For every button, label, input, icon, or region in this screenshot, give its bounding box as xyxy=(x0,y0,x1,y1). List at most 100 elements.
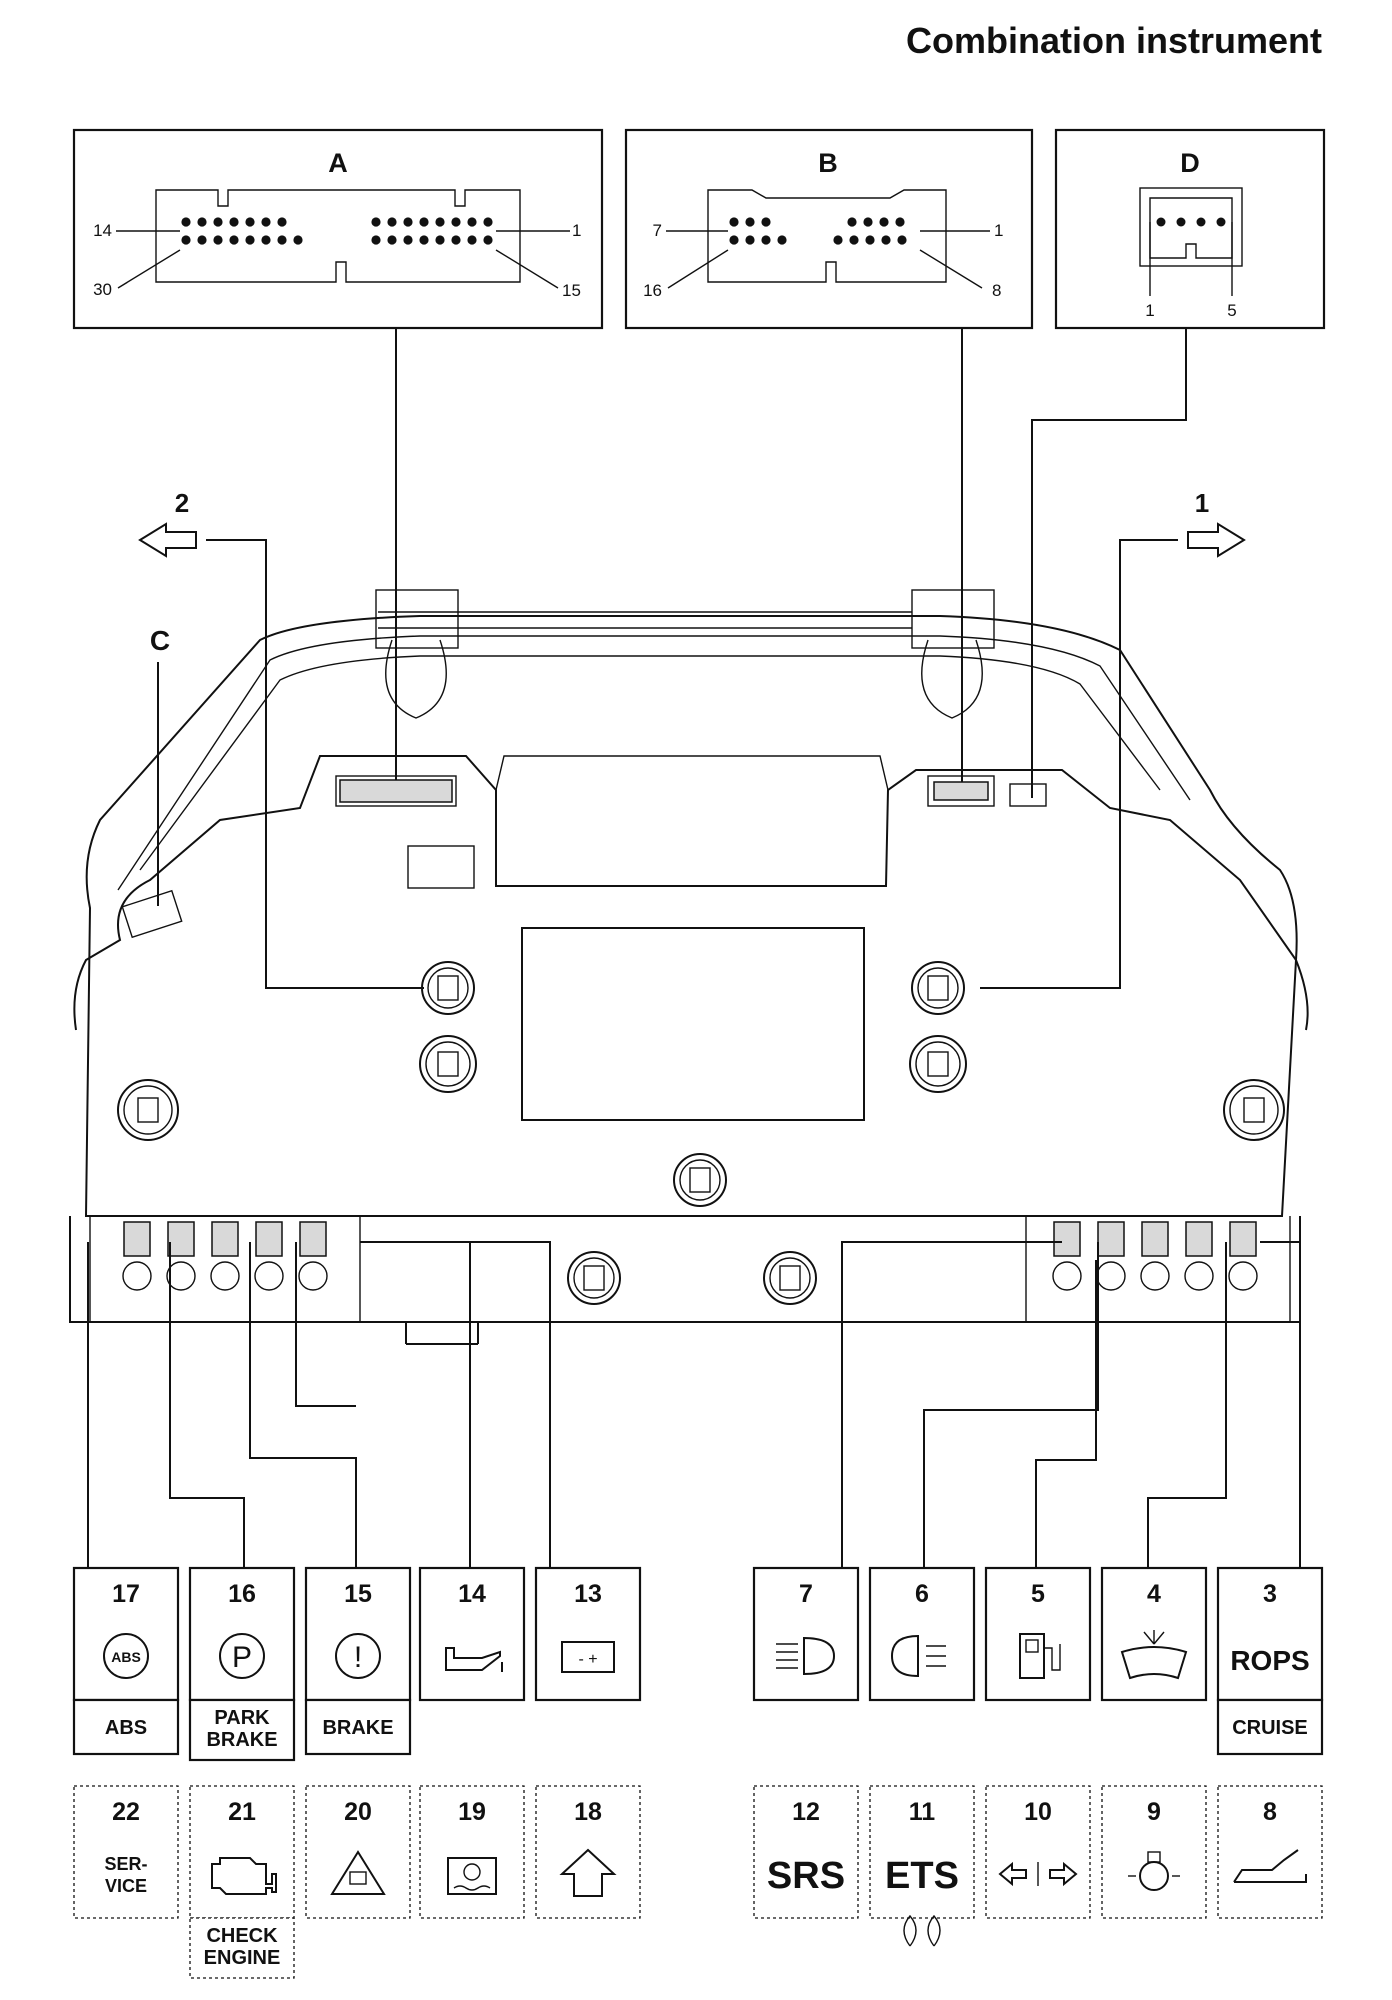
indicator-number: 17 xyxy=(112,1580,140,1608)
indicator-number: 9 xyxy=(1147,1798,1161,1826)
traction-icon xyxy=(330,1850,386,1895)
connector-b-pin-8: 8 xyxy=(992,281,1001,300)
connector-b-pin-1: 1 xyxy=(994,221,1003,240)
connector-b-pin-7: 7 xyxy=(653,221,662,240)
rops-icon: ROPS xyxy=(1230,1645,1309,1676)
indicator-number: 7 xyxy=(799,1580,813,1608)
indicator-number: 10 xyxy=(1024,1798,1052,1826)
indicator-number: 16 xyxy=(228,1580,256,1608)
indicator-tile-15: 15! BRAKE xyxy=(304,1566,412,1756)
connector-d-pin-5: 5 xyxy=(1227,301,1236,320)
park-brake-icon: P xyxy=(219,1633,265,1679)
svg-text:SRS: SRS xyxy=(767,1855,845,1897)
indicator-leader-lines xyxy=(87,1241,1301,1568)
indicator-tile-19: 19 xyxy=(419,1785,525,1919)
indicator-number: 6 xyxy=(915,1580,929,1608)
indicator-caption: CRUISE xyxy=(1232,1717,1308,1739)
indicator-tile-20: 20 xyxy=(305,1785,411,1919)
connector-c-label: C xyxy=(150,625,170,656)
connector-b-pins xyxy=(729,217,907,245)
indicator-caption: PARK xyxy=(214,1707,270,1729)
instrument-housing: C xyxy=(69,615,1309,1345)
indicator-tile-4: 4 xyxy=(1100,1566,1208,1702)
connector-b-pin-16: 16 xyxy=(643,281,662,300)
indicator-number: 21 xyxy=(228,1798,256,1826)
svg-text:SER-: SER- xyxy=(104,1854,147,1874)
page-title: Combination instrument xyxy=(906,20,1322,61)
indicator-number: 13 xyxy=(574,1580,602,1608)
indicator-tile-18: 18 xyxy=(535,1785,641,1919)
ets-icon: ETS xyxy=(885,1855,959,1947)
bulb-sockets xyxy=(117,961,1285,1305)
indicator-number: 8 xyxy=(1263,1798,1277,1826)
indicator-caption: BRAKE xyxy=(206,1729,277,1751)
connector-d-label: D xyxy=(1180,148,1200,178)
connector-d-box: D 1 5 xyxy=(1054,128,1326,330)
connector-b-label: B xyxy=(818,148,838,178)
open-hatch-icon xyxy=(1233,1849,1307,1883)
abs-icon: ABS xyxy=(103,1633,149,1679)
headlight-icon xyxy=(776,1636,836,1676)
oil-can-icon xyxy=(445,1647,503,1672)
indicator-tile-14: 14 xyxy=(418,1566,526,1702)
svg-text:ABS: ABS xyxy=(111,1649,141,1665)
svg-text:ROPS: ROPS xyxy=(1230,1645,1309,1676)
connector-a-pin-30: 30 xyxy=(93,280,112,299)
washer-fluid-icon xyxy=(1120,1630,1188,1680)
fuel-pump-icon xyxy=(1019,1633,1061,1679)
indicator-tile-10: 10 xyxy=(985,1785,1091,1919)
indicator-caption: ABS xyxy=(105,1717,147,1739)
brake-warning-icon: ! xyxy=(335,1633,381,1679)
connector-a-pin-15: 15 xyxy=(562,281,581,300)
connector-b-box: B 7 1 16 8 xyxy=(624,128,1034,330)
turn-signal-icon xyxy=(998,1861,1078,1887)
arrow-2-left: 2 xyxy=(138,488,424,989)
upshift-arrow-icon xyxy=(559,1848,617,1897)
srs-icon: SRS xyxy=(767,1855,845,1897)
svg-text:1: 1 xyxy=(1195,488,1209,518)
bulb-failure-icon xyxy=(1128,1851,1180,1891)
indicator-number: 5 xyxy=(1031,1580,1045,1608)
svg-text:ETS: ETS xyxy=(885,1855,959,1897)
svg-text:- +: - + xyxy=(578,1651,597,1668)
connector-a-pins xyxy=(181,217,493,245)
engine-icon xyxy=(211,1857,277,1895)
indicator-tile-9: 9 xyxy=(1101,1785,1207,1919)
indicator-tile-8: 8 xyxy=(1217,1785,1323,1919)
svg-text:2: 2 xyxy=(175,488,189,518)
coolant-icon xyxy=(447,1857,497,1895)
arrow-1-right: 1 xyxy=(980,488,1246,989)
svg-text:VICE: VICE xyxy=(105,1876,147,1896)
rear-fog-icon xyxy=(890,1634,946,1678)
indicator-number: 22 xyxy=(112,1798,140,1826)
connector-a-pin-1: 1 xyxy=(572,221,581,240)
battery-icon: - + xyxy=(561,1641,615,1673)
indicator-number: 20 xyxy=(344,1798,372,1826)
connector-d-pin-1: 1 xyxy=(1145,301,1154,320)
indicator-number: 19 xyxy=(458,1798,486,1826)
indicator-number: 18 xyxy=(574,1798,602,1826)
indicator-caption: BRAKE xyxy=(322,1717,393,1739)
svg-text:P: P xyxy=(232,1641,252,1674)
indicator-tile-13: 13 - + xyxy=(534,1566,642,1702)
indicator-caption: ENGINE xyxy=(204,1947,281,1969)
indicator-number: 14 xyxy=(458,1580,486,1608)
mounting-clips xyxy=(375,589,995,719)
svg-text:!: ! xyxy=(354,1641,362,1674)
indicator-tile-7: 7 xyxy=(752,1566,860,1702)
indicator-number: 15 xyxy=(344,1580,372,1608)
indicator-tile-5: 5 xyxy=(984,1566,1092,1702)
connector-a-box: A 14 1 30 15 xyxy=(72,128,604,330)
indicator-number: 12 xyxy=(792,1798,820,1826)
service-icon: SER-VICE xyxy=(104,1854,147,1896)
indicator-tile-6: 6 xyxy=(868,1566,976,1702)
